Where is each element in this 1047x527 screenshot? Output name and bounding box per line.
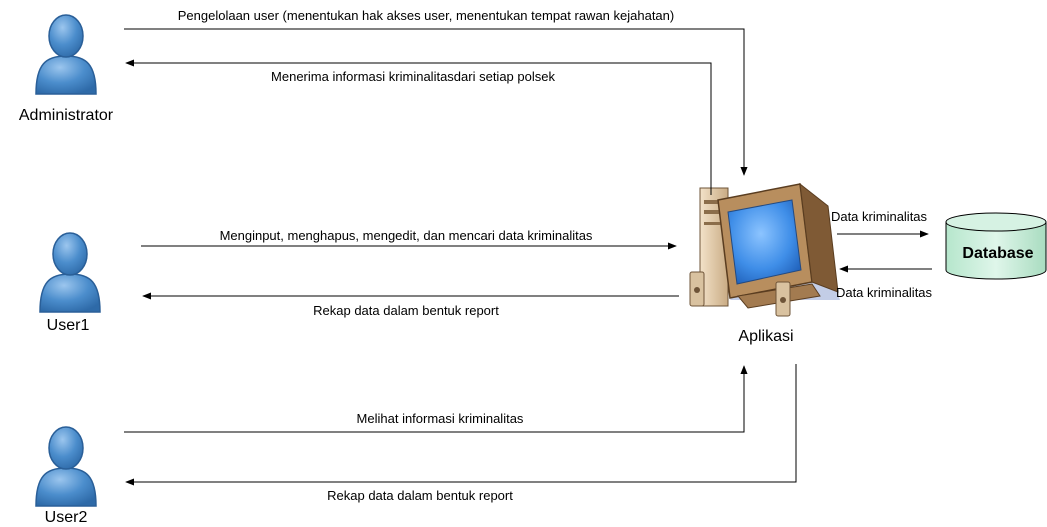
database-label: Database <box>962 245 1033 262</box>
edge-db-to-app: Data kriminalitas <box>836 265 933 300</box>
user-person-icon <box>39 232 101 313</box>
aplikasi-label: Aplikasi <box>738 328 793 345</box>
aplikasi-node: Aplikasi <box>689 182 840 345</box>
edge-user2-to-app: Melihat informasi kriminalitas <box>124 365 748 433</box>
edge-app-to-user1: Rekap data dalam bentuk report <box>142 292 679 318</box>
desktop-computer-icon <box>689 182 840 317</box>
user2-actor: User2 <box>35 426 97 526</box>
user-person-icon <box>35 14 97 95</box>
edge-label: Menginput, menghapus, mengedit, dan menc… <box>220 228 593 243</box>
edge-app-to-user2: Rekap data dalam bentuk report <box>125 364 797 503</box>
edge-label: Data kriminalitas <box>831 209 928 224</box>
edge-app-to-admin: Menerima informasi kriminalitasdari seti… <box>125 59 712 195</box>
edge-label: Rekap data dalam bentuk report <box>313 303 499 318</box>
edge-admin-to-app: Pengelolaan user (menentukan hak akses u… <box>124 8 748 176</box>
edge-label: Menerima informasi kriminalitasdari seti… <box>271 69 555 84</box>
user1-actor: User1 <box>39 232 101 334</box>
user1-label: User1 <box>47 317 90 334</box>
user2-label: User2 <box>45 509 88 526</box>
edge-app-to-db: Data kriminalitas <box>831 209 929 238</box>
database-cylinder-icon <box>945 212 1047 280</box>
edge-label: Pengelolaan user (menentukan hak akses u… <box>178 8 674 23</box>
edge-label: Data kriminalitas <box>836 285 933 300</box>
edge-label: Rekap data dalam bentuk report <box>327 488 513 503</box>
user-person-icon <box>35 426 97 507</box>
administrator-actor: Administrator <box>19 14 114 124</box>
administrator-label: Administrator <box>19 107 114 124</box>
edge-label: Melihat informasi kriminalitas <box>357 411 524 426</box>
database-node: Database <box>945 212 1047 280</box>
edge-user1-to-app: Menginput, menghapus, mengedit, dan menc… <box>141 228 677 250</box>
